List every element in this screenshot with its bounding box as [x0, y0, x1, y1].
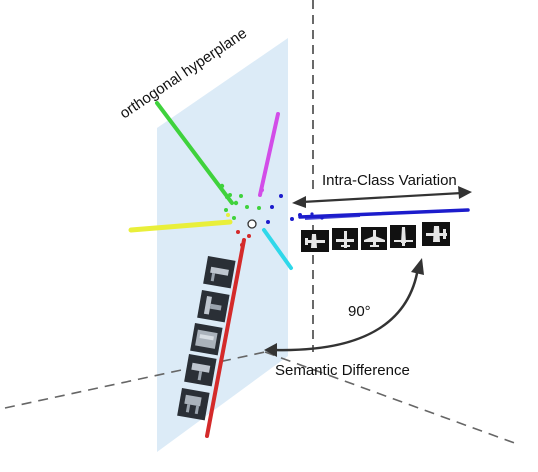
magenta-class-cluster	[258, 112, 280, 197]
angle-label: 90°	[348, 303, 371, 320]
center-point	[247, 219, 257, 229]
blue-class-cluster	[266, 194, 470, 224]
object-thumb-4	[184, 354, 217, 387]
right-angle-arrow	[264, 258, 424, 357]
airplane-thumbnails	[301, 222, 450, 252]
airplane-thumb-2	[332, 228, 358, 250]
airplane-thumb-3	[361, 227, 387, 250]
object-icon	[191, 362, 211, 373]
semantic-difference-label: Semantic Difference	[275, 362, 410, 379]
airplane-top-icon	[364, 230, 385, 247]
red-class-cluster	[205, 230, 251, 438]
red-object-thumbnails	[177, 256, 236, 421]
object-icon	[203, 295, 212, 315]
yellow-class-cluster	[128, 213, 233, 233]
object-thumb-2	[197, 290, 230, 323]
airplane-top-icon	[336, 231, 354, 248]
object-icon	[210, 266, 229, 276]
object-thumb-5	[177, 388, 210, 421]
ground-axis-right	[264, 351, 521, 446]
cyan-class-cluster	[262, 228, 293, 270]
airplane-thumb-1	[301, 230, 329, 252]
airplane-thumb-4	[390, 225, 416, 248]
orthogonal-hyperplane	[157, 38, 288, 452]
object-icon	[184, 394, 202, 407]
airplane-top-icon	[305, 234, 325, 248]
intra-class-label: Intra-Class Variation	[322, 172, 457, 189]
airplane-front-icon	[394, 227, 413, 246]
green-class-cluster	[155, 101, 261, 220]
airplane-top-icon	[426, 226, 447, 242]
object-icon	[195, 329, 218, 349]
intra-class-arrow	[292, 186, 472, 208]
airplane-thumb-5	[422, 222, 450, 246]
object-thumb-1	[203, 256, 236, 289]
object-thumb-3	[190, 323, 223, 356]
